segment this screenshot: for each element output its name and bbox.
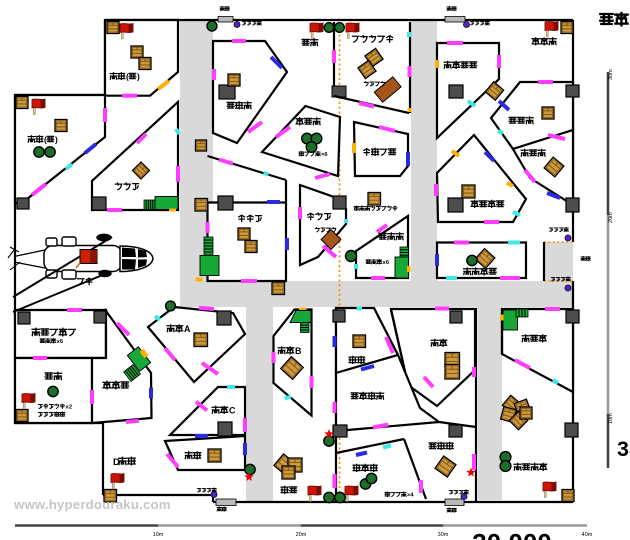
svg-text:40m: 40m: [582, 532, 593, 538]
svg-text:10m: 10m: [153, 532, 164, 538]
svg-text:33: 33: [617, 437, 630, 461]
svg-text:x: x: [383, 260, 387, 266]
svg-text:×: ×: [321, 152, 325, 158]
svg-text:A: A: [184, 324, 191, 334]
svg-text:6: 6: [60, 339, 64, 345]
svg-text:×: ×: [407, 493, 411, 499]
svg-text:30m: 30m: [438, 532, 449, 538]
svg-text:www.hyperdouraku.com: www.hyperdouraku.com: [13, 497, 171, 512]
svg-text:6: 6: [324, 152, 328, 158]
svg-text:C: C: [229, 405, 236, 415]
svg-text:30m: 30m: [608, 69, 614, 80]
svg-text:4: 4: [410, 493, 414, 499]
svg-text:): ): [55, 134, 58, 144]
svg-text:20m: 20m: [296, 532, 307, 538]
svg-text:x: x: [66, 405, 70, 411]
svg-text:B: B: [295, 346, 301, 356]
svg-text:): ): [137, 71, 140, 81]
svg-text:D: D: [113, 457, 120, 468]
svg-text:30,000: 30,000: [472, 528, 552, 540]
svg-text:(: (: [44, 134, 47, 144]
svg-text:2: 2: [69, 405, 72, 411]
svg-text:6: 6: [386, 260, 390, 266]
svg-text:x: x: [57, 339, 61, 345]
svg-text:20m: 20m: [608, 212, 614, 223]
svg-text:(: (: [126, 71, 129, 81]
svg-text:10m: 10m: [608, 413, 614, 424]
